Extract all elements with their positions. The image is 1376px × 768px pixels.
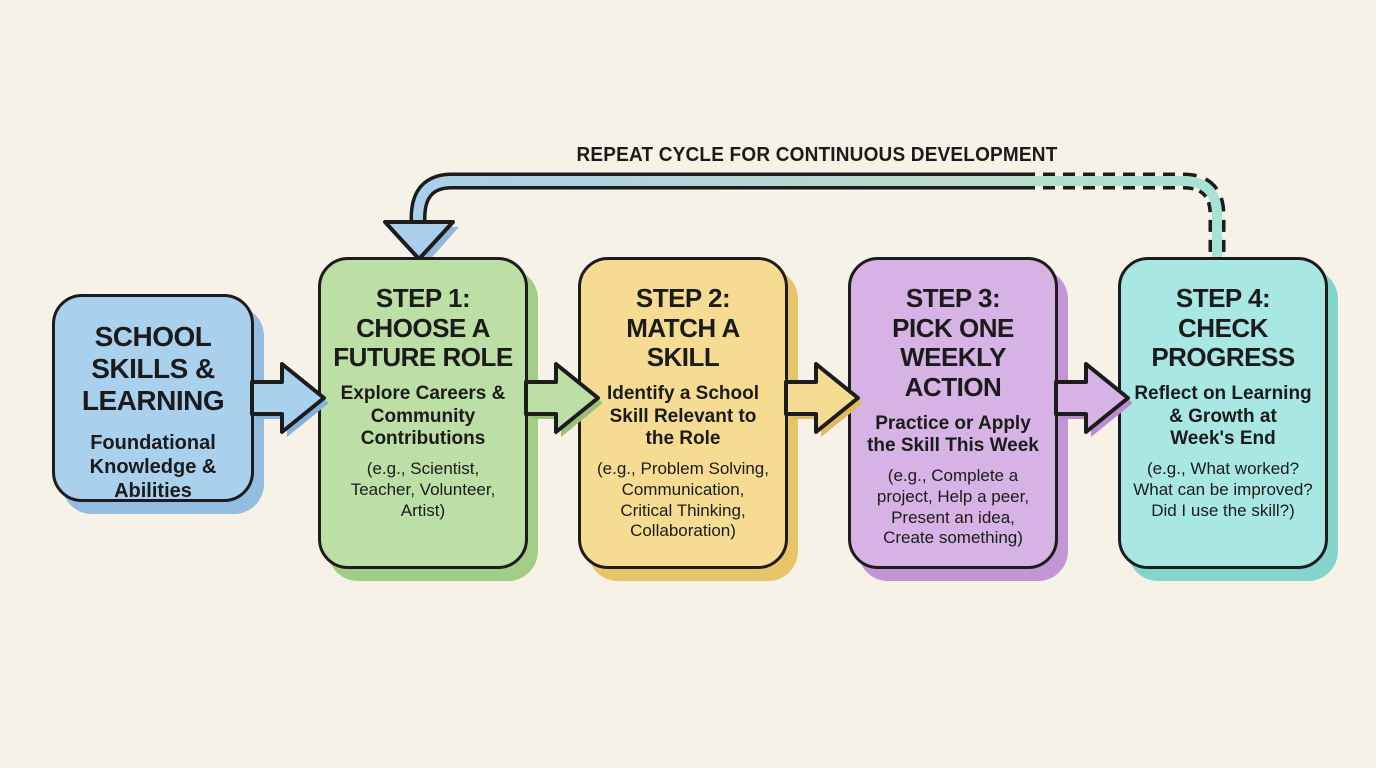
right-arrow-icon	[1054, 362, 1132, 437]
right-arrow-icon	[784, 362, 862, 437]
box-step-1: STEP 1: CHOOSE A FUTURE ROLE Explore Car…	[318, 257, 528, 569]
right-arrow-icon	[250, 362, 328, 437]
box-title: SCHOOL SKILLS & LEARNING	[81, 321, 225, 416]
box-title: STEP 3: PICK ONE WEEKLY ACTION	[892, 283, 1014, 402]
loop-outline-dashed	[1023, 172, 1226, 258]
box-school-skills-learning: SCHOOL SKILLS & LEARNING Foundational Kn…	[52, 294, 254, 502]
right-arrow-icon	[524, 362, 602, 437]
box-examples: (e.g., Complete a project, Help a peer, …	[876, 466, 1030, 548]
box-examples: (e.g., Scientist, Teacher, Volunteer, Ar…	[350, 459, 496, 520]
box-step-4: STEP 4: CHECK PROGRESS Reflect on Learni…	[1118, 257, 1328, 569]
loop-outline-solid	[409, 172, 1023, 232]
box-examples: (e.g., What worked? What can be improved…	[1133, 459, 1313, 520]
box-subtitle: Reflect on Learning & Growth at Week's E…	[1134, 382, 1312, 450]
box-subtitle: Practice or Apply the Skill This Week	[867, 412, 1039, 457]
box-subtitle: Foundational Knowledge & Abilities	[89, 431, 217, 502]
box-title: STEP 4: CHECK PROGRESS	[1151, 283, 1295, 373]
box-title: STEP 1: CHOOSE A FUTURE ROLE	[333, 283, 513, 373]
repeat-cycle-label: REPEAT CYCLE FOR CONTINUOUS DEVELOPMENT	[576, 144, 1058, 166]
box-title: STEP 2: MATCH A SKILL	[626, 283, 740, 373]
box-subtitle: Identify a School Skill Relevant to the …	[606, 382, 760, 450]
box-step-3: STEP 3: PICK ONE WEEKLY ACTION Practice …	[848, 257, 1058, 569]
box-subtitle: Explore Careers & Community Contribution…	[340, 382, 506, 450]
box-step-2: STEP 2: MATCH A SKILL Identify a School …	[578, 257, 788, 569]
loop-band	[413, 176, 1222, 258]
box-examples: (e.g., Problem Solving, Communication, C…	[597, 459, 769, 541]
